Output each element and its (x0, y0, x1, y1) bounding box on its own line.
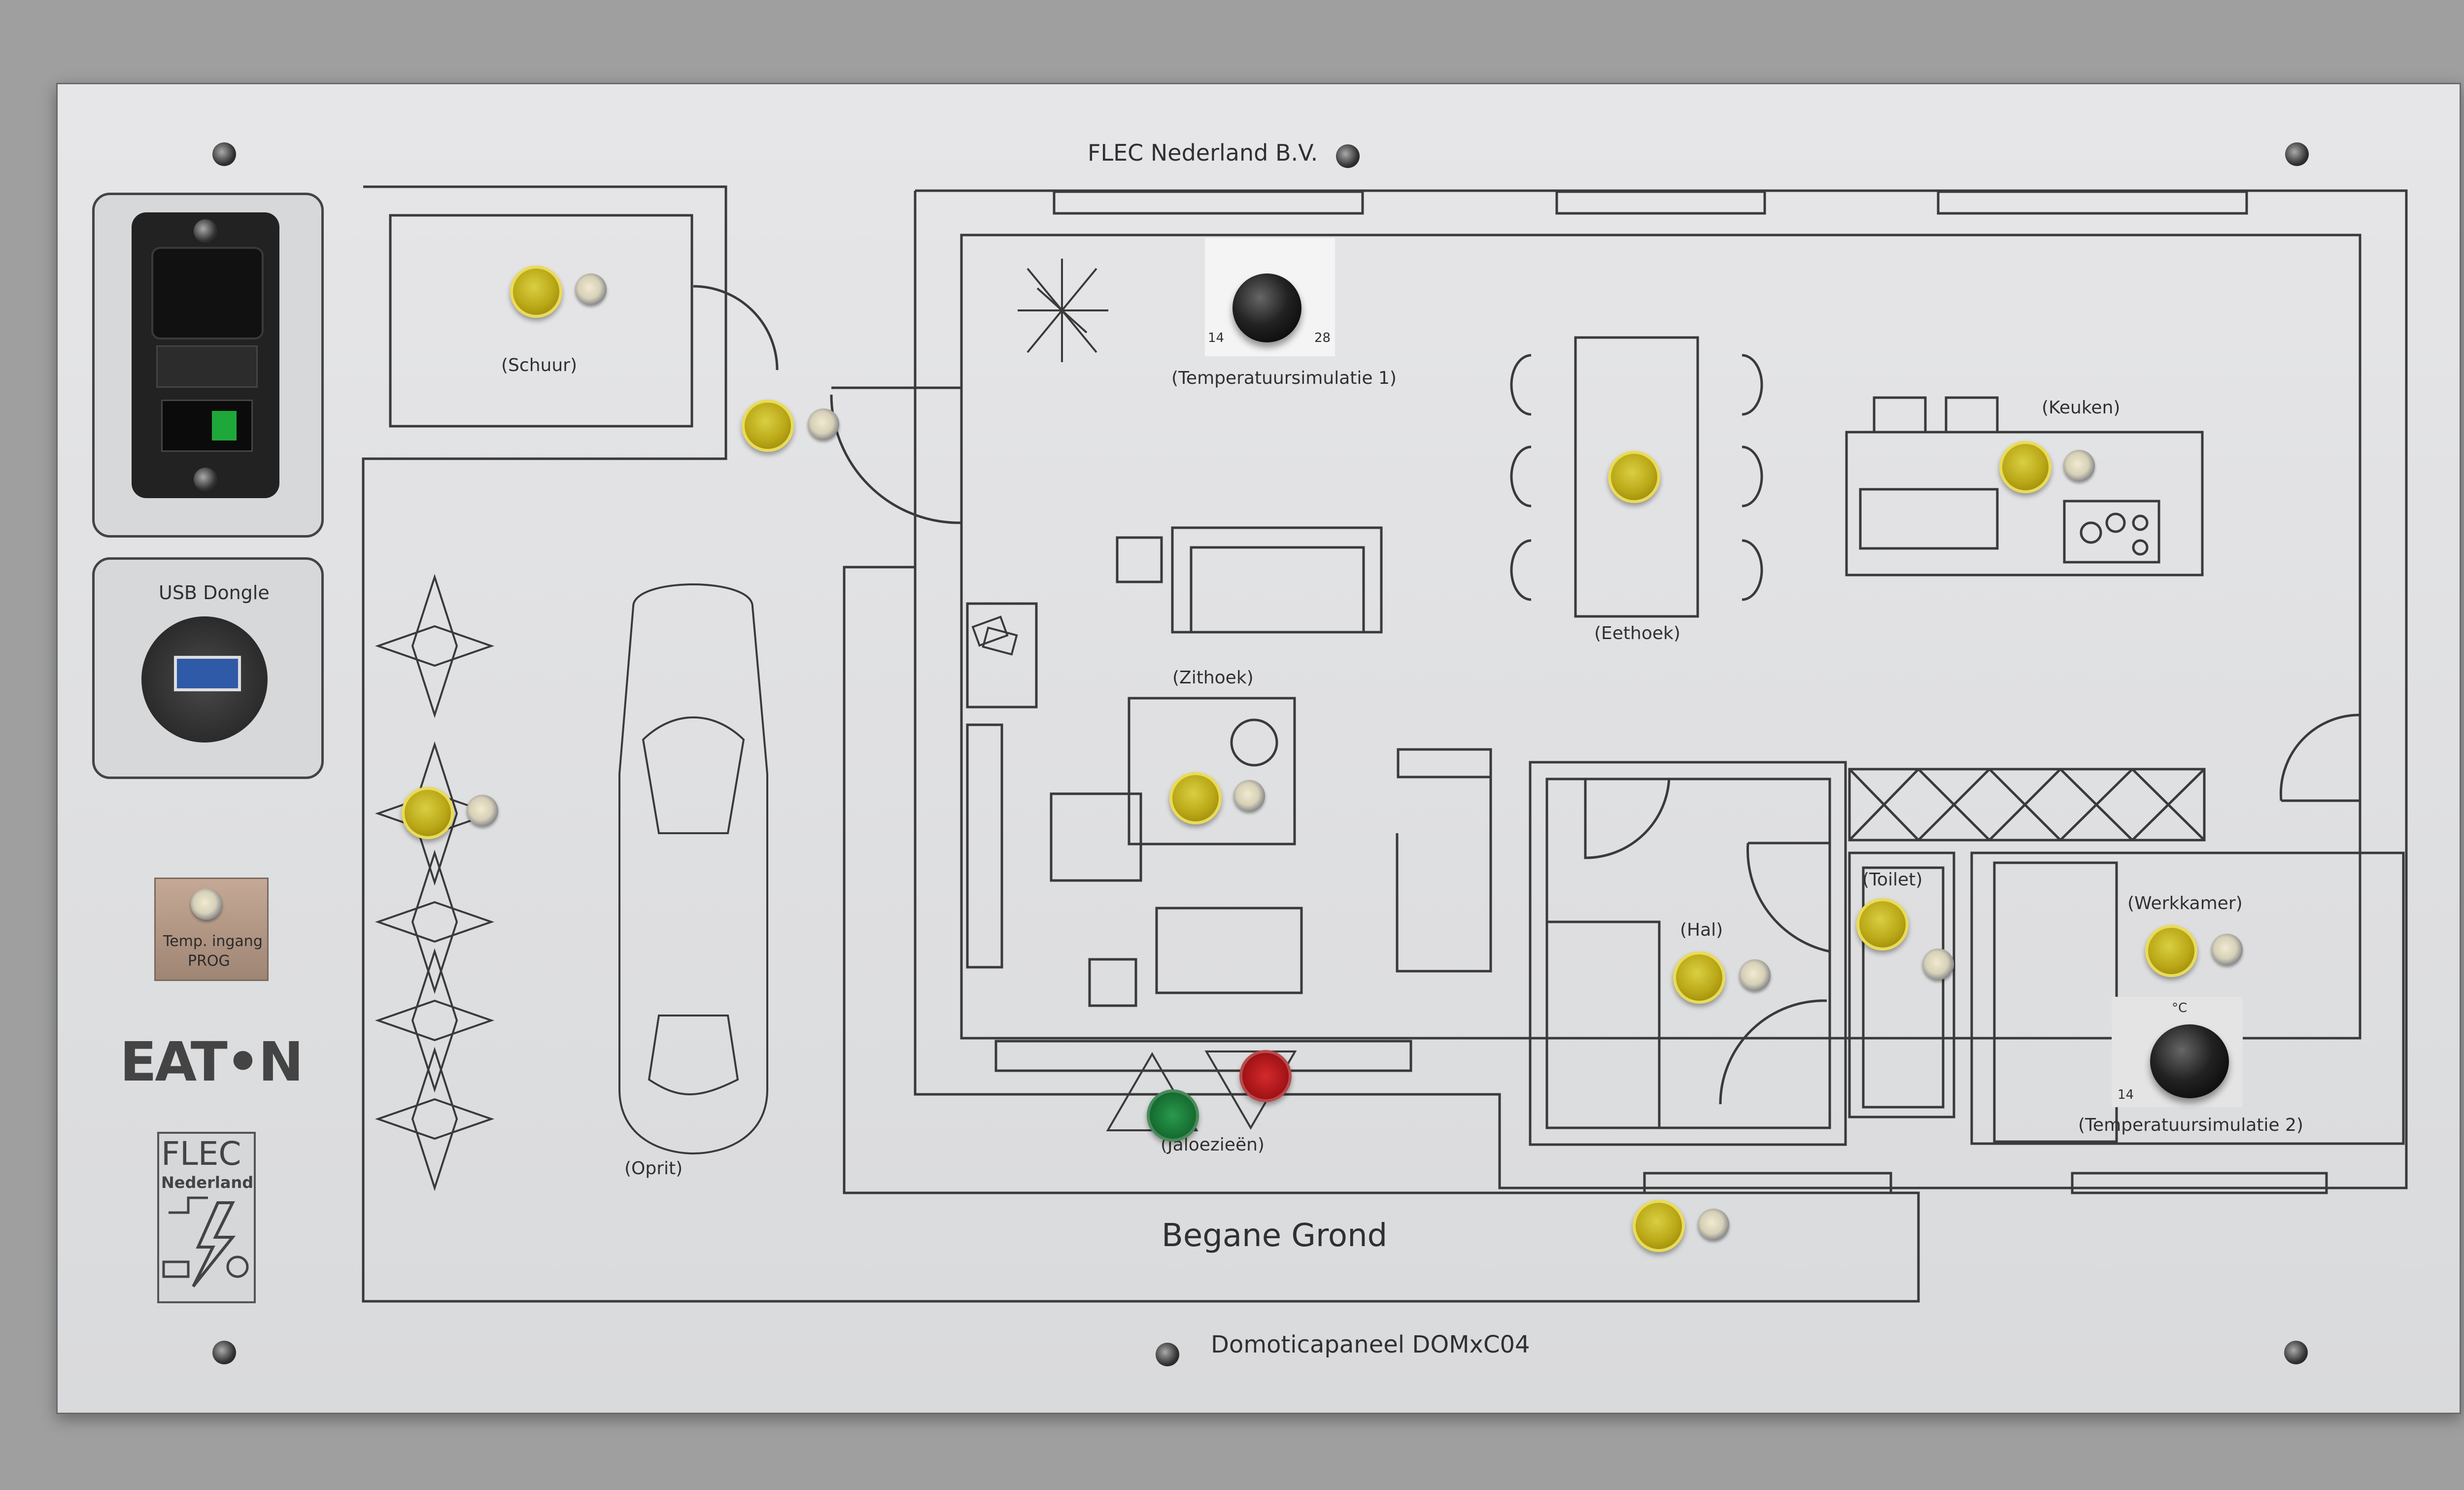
prog-button[interactable] (191, 888, 222, 920)
floor-title: Begane Grond (1162, 1218, 1388, 1254)
flec-logo-text: FLEC (161, 1135, 241, 1173)
usb-icon (174, 656, 241, 691)
oprit-light-button[interactable] (467, 795, 498, 826)
temp-sim-2-label: (Temperatuursimulatie 2) (2078, 1115, 2303, 1135)
jaloezien-down-led[interactable] (1147, 1089, 1199, 1142)
floor-plan (362, 185, 2408, 1303)
temp-input-label: Temp. ingang (163, 933, 263, 950)
toilet-light-button[interactable] (1922, 948, 1954, 980)
iec-socket[interactable] (151, 247, 264, 339)
window-contact-icon (971, 615, 1018, 656)
room-label-schuur: (Schuur) (501, 355, 577, 375)
room-label-hal: (Hal) (1680, 920, 1723, 940)
power-switch-green-indicator (212, 411, 237, 440)
usb-dongle-label: USB Dongle (159, 582, 270, 604)
temp-sim-2-min: 14 (2118, 1087, 2134, 1102)
zithoek-light-button[interactable] (1233, 780, 1265, 812)
room-label-zithoek: (Zithoek) (1172, 668, 1254, 688)
temp-sim-2-unit: °C (2172, 1001, 2188, 1016)
hal-light-button[interactable] (1739, 959, 1771, 991)
room-label-keuken: (Keuken) (2042, 398, 2121, 418)
room-label-werkkamer: (Werkkamer) (2127, 893, 2243, 914)
keuken-light-button[interactable] (2063, 450, 2095, 481)
screw-icon (194, 219, 217, 243)
temp-sim-1-max: 28 (1314, 331, 1331, 345)
screw-icon (212, 1341, 236, 1364)
temp-sim-2-knob[interactable] (2150, 1024, 2229, 1098)
schuur-light-led[interactable] (510, 266, 562, 318)
werkkamer-light-led[interactable] (2145, 925, 2197, 977)
power-inlet (132, 212, 279, 498)
keuken-light-led[interactable] (1999, 441, 2052, 493)
temp-sim-1-min: 14 (1208, 331, 1225, 345)
jaloezien-up-led[interactable] (1239, 1050, 1292, 1102)
oprit-light-led[interactable] (402, 787, 454, 839)
screw-icon (2285, 142, 2309, 166)
entrance-light-led[interactable] (1633, 1200, 1685, 1252)
screw-icon (2284, 1341, 2308, 1364)
schuur-door-button[interactable] (808, 408, 839, 440)
motion-sensor-icon (1018, 259, 1108, 362)
power-switch[interactable] (161, 400, 253, 452)
usb-port[interactable] (141, 616, 268, 743)
entrance-light-button[interactable] (1698, 1209, 1729, 1240)
werkkamer-light-button[interactable] (2211, 934, 2243, 965)
eaton-logo: EAT•N (120, 1030, 304, 1093)
panel-name: Domoticapaneel DOMxC04 (1211, 1331, 1530, 1358)
temp-sim-1-knob[interactable] (1232, 273, 1301, 342)
lightning-icon (162, 1196, 249, 1287)
prog-label: PROG (188, 952, 230, 970)
zithoek-light-led[interactable] (1169, 772, 1222, 824)
screw-icon (194, 468, 217, 491)
flec-logo-subtext: Nederland (161, 1173, 254, 1192)
schuur-door-led[interactable] (742, 400, 794, 452)
room-label-eethoek: (Eethoek) (1594, 623, 1680, 643)
temp-sim-1-label: (Temperatuursimulatie 1) (1171, 368, 1397, 388)
screw-icon (1156, 1343, 1179, 1366)
domotica-panel: FLEC Nederland B.V. Domoticapaneel DOMxC… (56, 83, 2461, 1414)
screw-icon (1336, 144, 1360, 168)
fuse-holder (156, 345, 258, 388)
company-name: FLEC Nederland B.V. (1088, 139, 1318, 166)
toilet-light-led[interactable] (1856, 898, 1909, 950)
room-label-oprit: (Oprit) (624, 1158, 683, 1179)
eethoek-light-led[interactable] (1608, 451, 1660, 503)
flec-logo (157, 1132, 256, 1303)
room-label-toilet: (Toilet) (1862, 870, 1923, 890)
schuur-light-button[interactable] (575, 273, 607, 305)
hal-light-led[interactable] (1673, 951, 1725, 1004)
screw-icon (212, 142, 236, 166)
